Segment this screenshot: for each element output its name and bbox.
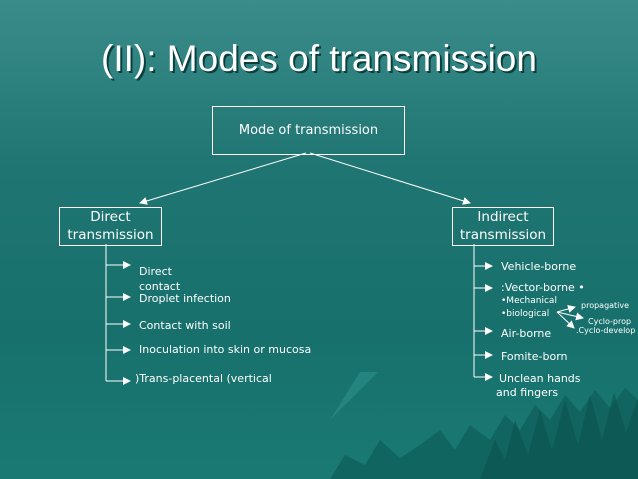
direct-item-transplacental: )Trans-placental (vertical	[135, 372, 272, 385]
root-node: Mode of transmission	[212, 106, 405, 155]
arrow-cyclo-develop	[556, 311, 575, 329]
direct-item-droplet: Droplet infection	[139, 292, 231, 305]
direct-label-line2: transmission	[67, 227, 154, 243]
indirect-item-cyclo-prop: Cyclo-prop	[588, 317, 632, 326]
decorative-wedge	[330, 372, 378, 420]
indirect-item-propagative: propagative	[581, 301, 630, 310]
indirect-item-vehicle: Vehicle-borne	[501, 260, 577, 273]
indirect-item-fomite: Fomite-born	[501, 350, 568, 363]
arrow-root-to-direct	[139, 152, 307, 205]
indirect-label-line2: transmission	[459, 227, 547, 243]
direct-item-soil: Contact with soil	[139, 319, 231, 332]
indirect-label-line1: Indirect	[477, 209, 529, 225]
indirect-transmission-node: Indirect transmission	[452, 207, 554, 246]
indirect-item-mechanical: •Mechanical	[501, 296, 557, 306]
indirect-item-biological: •biological	[501, 309, 550, 319]
direct-transmission-node: Direct transmission	[59, 207, 162, 246]
indirect-item-cyclo-develop: .Cyclo-develop	[576, 326, 636, 335]
indirect-item-air: Air-borne	[501, 327, 552, 340]
slide-title: (II): Modes of transmission	[101, 38, 537, 79]
direct-item-inoculation: Inoculation into skin or mucosa	[139, 343, 312, 356]
arrow-cyclo-prop	[556, 311, 584, 321]
arrow-propagative	[556, 305, 576, 313]
indirect-item-and-fingers: and fingers	[496, 386, 559, 399]
indirect-item-unclean-hands: Unclean hands	[499, 372, 581, 385]
arrow-root-to-indirect	[309, 152, 471, 205]
direct-item-direct: Direct	[139, 265, 172, 278]
direct-label-line1: Direct	[90, 209, 131, 225]
indirect-item-vector: :Vector-borne •	[501, 281, 585, 294]
direct-item-contact: contact	[139, 280, 181, 293]
decorative-tree-shapes-2	[480, 392, 638, 479]
root-node-label: Mode of transmission	[238, 123, 379, 138]
